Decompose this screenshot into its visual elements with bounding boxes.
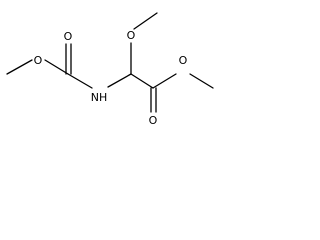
bond-o-methoxy-to-methyl [133, 12, 158, 30]
bond-ch-to-ester-c [130, 73, 154, 89]
atom-o-carbonyl-left: O [64, 30, 73, 43]
molecule-drawing: O O NH O O O [6, 12, 214, 127]
bond-ester-c-to-o [152, 73, 177, 89]
atom-o-methoxy-left: O [34, 54, 43, 67]
bond-methyl-left-to-o [6, 59, 33, 75]
atom-o-ester: O [179, 54, 188, 67]
structure-canvas: O O NH O O O [0, 0, 250, 132]
atom-nh: NH [91, 91, 108, 104]
atom-o-methoxy-top: O [127, 29, 136, 42]
bond-carbamate-c-to-nh [67, 73, 93, 89]
bond-nh-to-ch [107, 73, 132, 88]
atom-o-carbonyl-right: O [149, 114, 158, 127]
bond-o-to-carbamate-c [44, 59, 69, 75]
bond-ester-o-to-methyl [189, 73, 214, 89]
